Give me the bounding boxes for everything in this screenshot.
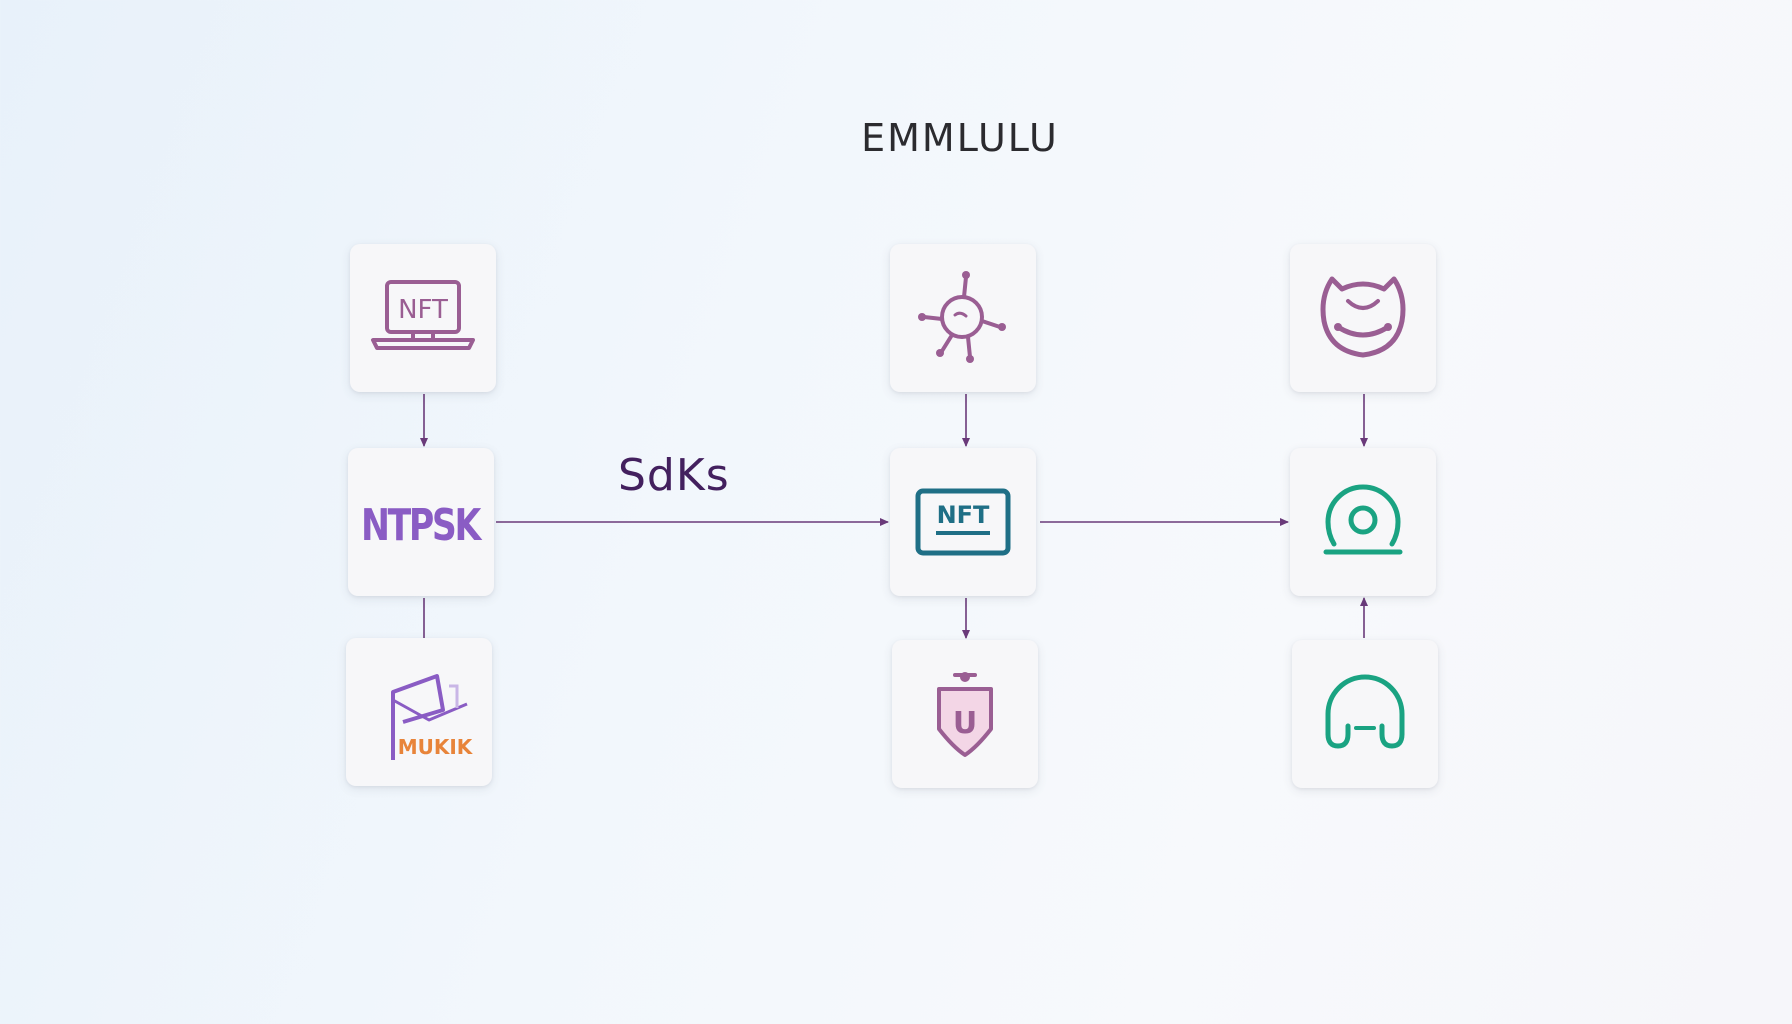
- shield-u-label: U: [953, 706, 977, 741]
- edge-label: SdKs: [618, 450, 730, 501]
- nft-laptop-icon: NFT: [371, 280, 475, 350]
- node-animal-face[interactable]: [1290, 244, 1436, 392]
- animal-face-icon: [1320, 276, 1406, 358]
- node-network[interactable]: [890, 244, 1036, 392]
- node-nft-screen[interactable]: NFT: [890, 448, 1036, 596]
- headphones-icon: [1325, 674, 1405, 749]
- network-hub-icon: [918, 271, 1006, 363]
- webcam-icon: [1323, 484, 1403, 555]
- shield-u-icon: U: [937, 672, 993, 757]
- mukik-logo-label: MUKIK: [398, 735, 474, 759]
- mukik-logo-icon: MUKIK: [391, 674, 474, 760]
- node-ntpsk-logo[interactable]: NTPSK: [348, 448, 494, 596]
- diagram-title: EMMLULU: [861, 116, 1059, 160]
- nft-laptop-label: NFT: [398, 295, 448, 325]
- ntpsk-logo-icon: NTPSK: [361, 500, 486, 551]
- node-shield[interactable]: U: [892, 640, 1038, 788]
- node-webcam[interactable]: [1290, 448, 1436, 596]
- ntpsk-logo-label: NTPSK: [361, 500, 483, 551]
- node-headphones[interactable]: [1292, 640, 1438, 788]
- node-mukik-logo[interactable]: MUKIK: [346, 638, 492, 786]
- nft-screen-label: NFT: [937, 501, 990, 529]
- node-nft-laptop[interactable]: NFT: [350, 244, 496, 392]
- nft-screen-icon: NFT: [915, 488, 1011, 556]
